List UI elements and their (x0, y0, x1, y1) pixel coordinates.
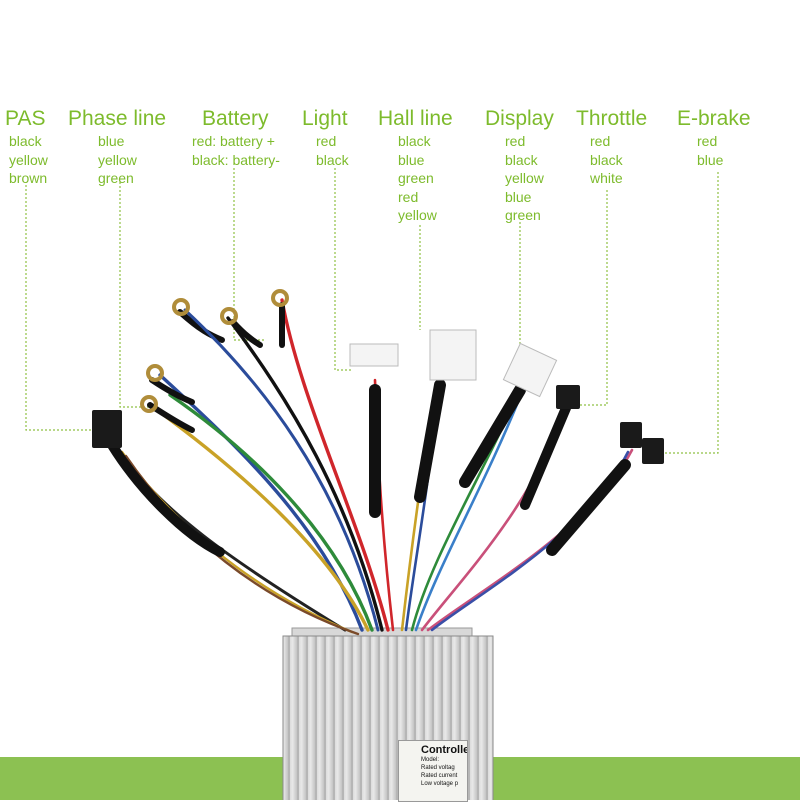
controller-label-row: Low voltage p (421, 781, 459, 787)
connectors (92, 329, 664, 464)
wire-color: blue (697, 151, 724, 168)
wire-color: blue (505, 188, 532, 205)
wire-color: white (590, 170, 623, 186)
label-light: Light red black (302, 108, 349, 169)
wire-color: red (398, 188, 419, 205)
group-title: Throttle (576, 107, 648, 130)
ring-terminal (146, 364, 164, 382)
leader-throttle (572, 190, 608, 406)
wire-color: yellow (9, 151, 48, 168)
controller-label-row: Rated voltag (421, 765, 455, 771)
leader-phase-line (119, 182, 150, 408)
label-phase-line: Phase line blue yellow green (68, 108, 166, 188)
wire-color: black (9, 133, 42, 149)
wire-color: green (505, 207, 541, 223)
ebrake-connector-2 (642, 438, 664, 464)
wire-color: red (505, 133, 526, 149)
group-title: Battery (202, 107, 269, 130)
controller-label-heading: Controlle (421, 744, 468, 756)
group-title: Light (302, 107, 348, 130)
wire-color: green (398, 170, 434, 186)
wire-color: brown (9, 170, 48, 186)
label-pas: PAS black yellow brown (5, 108, 48, 188)
wires (107, 298, 634, 636)
group-title: Display (485, 107, 554, 130)
label-battery: Battery red: battery + black: battery- (192, 108, 280, 169)
wire-color: black (590, 151, 623, 168)
light-connector (349, 343, 399, 367)
wire-color: yellow (505, 170, 544, 186)
wire-color: green (98, 170, 134, 186)
label-throttle: Throttle red black white (576, 108, 647, 188)
hall-connector (429, 329, 477, 381)
wire-color: red (697, 133, 718, 149)
label-display: Display red black yellow blue green (485, 108, 554, 225)
wire-color: red (590, 133, 611, 149)
ring-terminal (172, 298, 190, 316)
ring-terminal (140, 395, 158, 413)
wire-color: red (316, 133, 337, 149)
leader-pas (25, 185, 92, 431)
group-title: E-brake (677, 107, 751, 130)
label-hall-line: Hall line black blue green red yellow (378, 108, 453, 225)
wire-color: black (505, 151, 538, 168)
group-title: Phase line (68, 107, 167, 130)
wire-color: black (316, 151, 349, 168)
leader-ebrake (662, 172, 719, 454)
display-connector (502, 342, 558, 398)
group-title: PAS (5, 107, 46, 130)
pas-connector (92, 410, 122, 448)
wire-color: black (398, 133, 431, 149)
wire-color: black: battery- (192, 151, 280, 168)
leader-battery (233, 168, 265, 341)
wire-color: yellow (398, 207, 437, 223)
ring-terminals (140, 289, 289, 413)
controller-label-row: Model: (421, 757, 440, 763)
label-ebrake: E-brake red blue (677, 108, 751, 169)
controller-label-row: Rated current (421, 773, 458, 779)
wire-color: blue (398, 151, 425, 168)
group-title: Hall line (378, 107, 453, 130)
ring-terminal (271, 289, 289, 307)
wire-color: red: battery + (192, 133, 275, 149)
controller-product-label: Controlle Model: Rated voltag Rated curr… (398, 740, 468, 802)
wire-color: yellow (98, 151, 137, 168)
leader-light (334, 168, 352, 371)
wire-color: blue (98, 133, 125, 149)
throttle-connector (556, 385, 580, 409)
ebrake-connector-1 (620, 422, 642, 448)
ring-terminal (220, 307, 238, 325)
